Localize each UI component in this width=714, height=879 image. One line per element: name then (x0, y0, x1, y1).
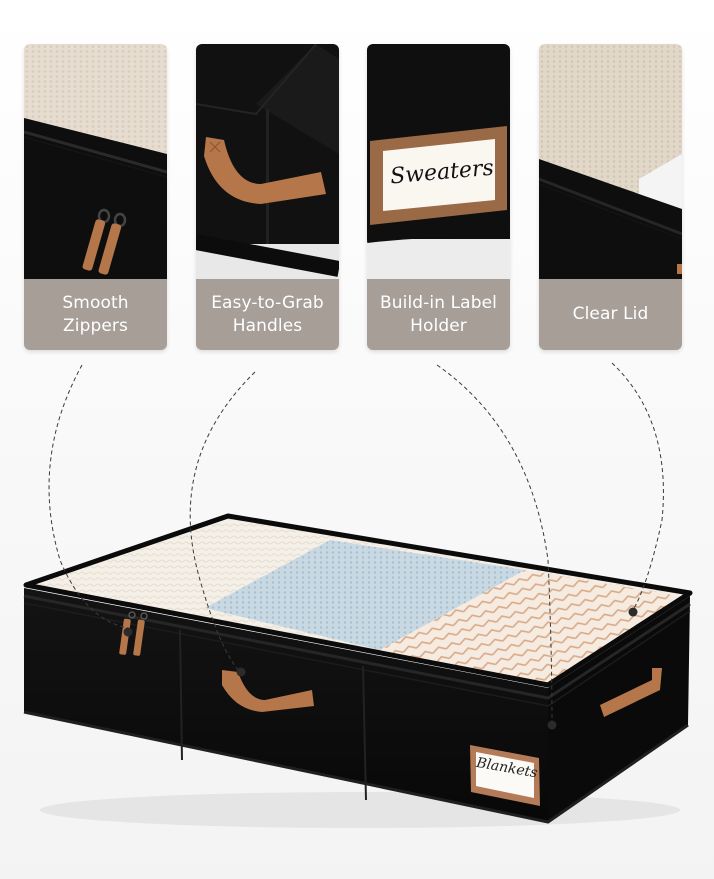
callout-dot-label (547, 720, 557, 730)
callout-dot-lid (628, 607, 638, 617)
callout-dot-handles (236, 667, 246, 677)
feature-card-label: Sweaters Build-in Label Holder (367, 44, 510, 350)
zipper-pull-icon (82, 208, 127, 275)
feature-caption-lid: Clear Lid (539, 279, 682, 350)
feature-photo-handles (196, 44, 339, 279)
feature-card-handles: Easy-to-Grab Handles (196, 44, 339, 350)
feature-caption-zippers: Smooth Zippers (24, 279, 167, 350)
feature-caption-label: Build-in Label Holder (367, 279, 510, 350)
clear-lid-icon (677, 264, 682, 274)
feature-photo-zippers (24, 44, 167, 279)
box-label-holder-icon (470, 745, 540, 806)
leather-handle-icon (204, 137, 326, 204)
box-side-handle-icon (600, 668, 662, 717)
feature-caption-handles: Easy-to-Grab Handles (196, 279, 339, 350)
label-holder-icon (370, 126, 507, 225)
feature-photo-label: Sweaters (367, 44, 510, 279)
callout-dot-zippers (123, 627, 133, 637)
feature-photo-lid (539, 44, 682, 279)
box-front-handle-icon (222, 670, 314, 712)
callout-lines (48, 362, 664, 723)
feature-card-zippers: Smooth Zippers (24, 44, 167, 350)
feature-card-lid: Clear Lid (539, 44, 682, 350)
